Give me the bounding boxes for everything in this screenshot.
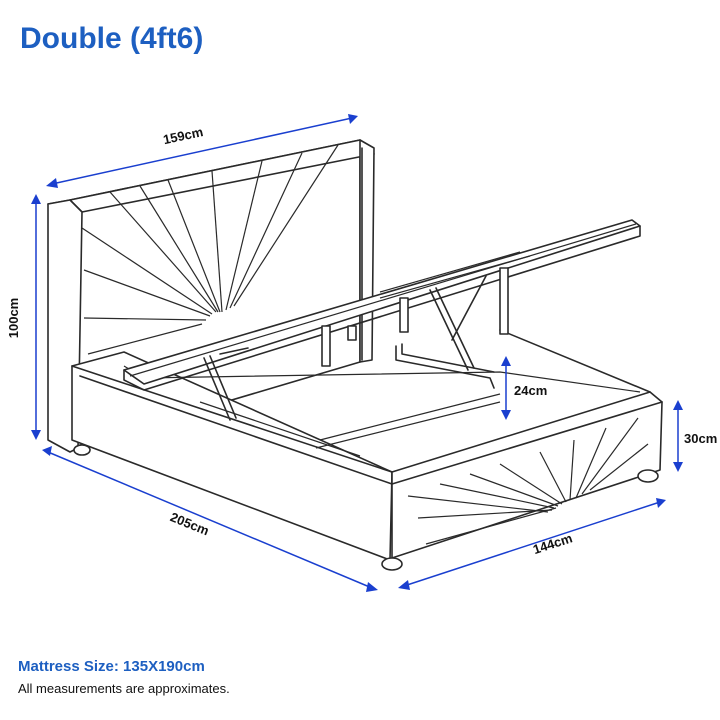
page-title: Double (4ft6)	[20, 22, 204, 55]
mattress-size-label: Mattress Size: 135X190cm	[18, 658, 205, 675]
gas-struts	[203, 275, 495, 421]
dim-label-24: 24cm	[514, 383, 547, 398]
dim-label-100: 100cm	[6, 298, 21, 338]
dim-label-159: 159cm	[162, 124, 205, 147]
dimension-base-height: 30cm	[673, 400, 717, 472]
dimension-headboard-height: 100cm	[6, 194, 41, 440]
dim-label-205: 205cm	[168, 509, 211, 538]
dimension-storage-depth: 24cm	[501, 356, 547, 420]
lift-platform	[123, 219, 641, 391]
dim-label-144: 144cm	[531, 530, 574, 557]
bed-base	[71, 329, 663, 571]
measurement-note: All measurements are approximates.	[18, 681, 230, 696]
dim-label-30: 30cm	[684, 431, 717, 446]
